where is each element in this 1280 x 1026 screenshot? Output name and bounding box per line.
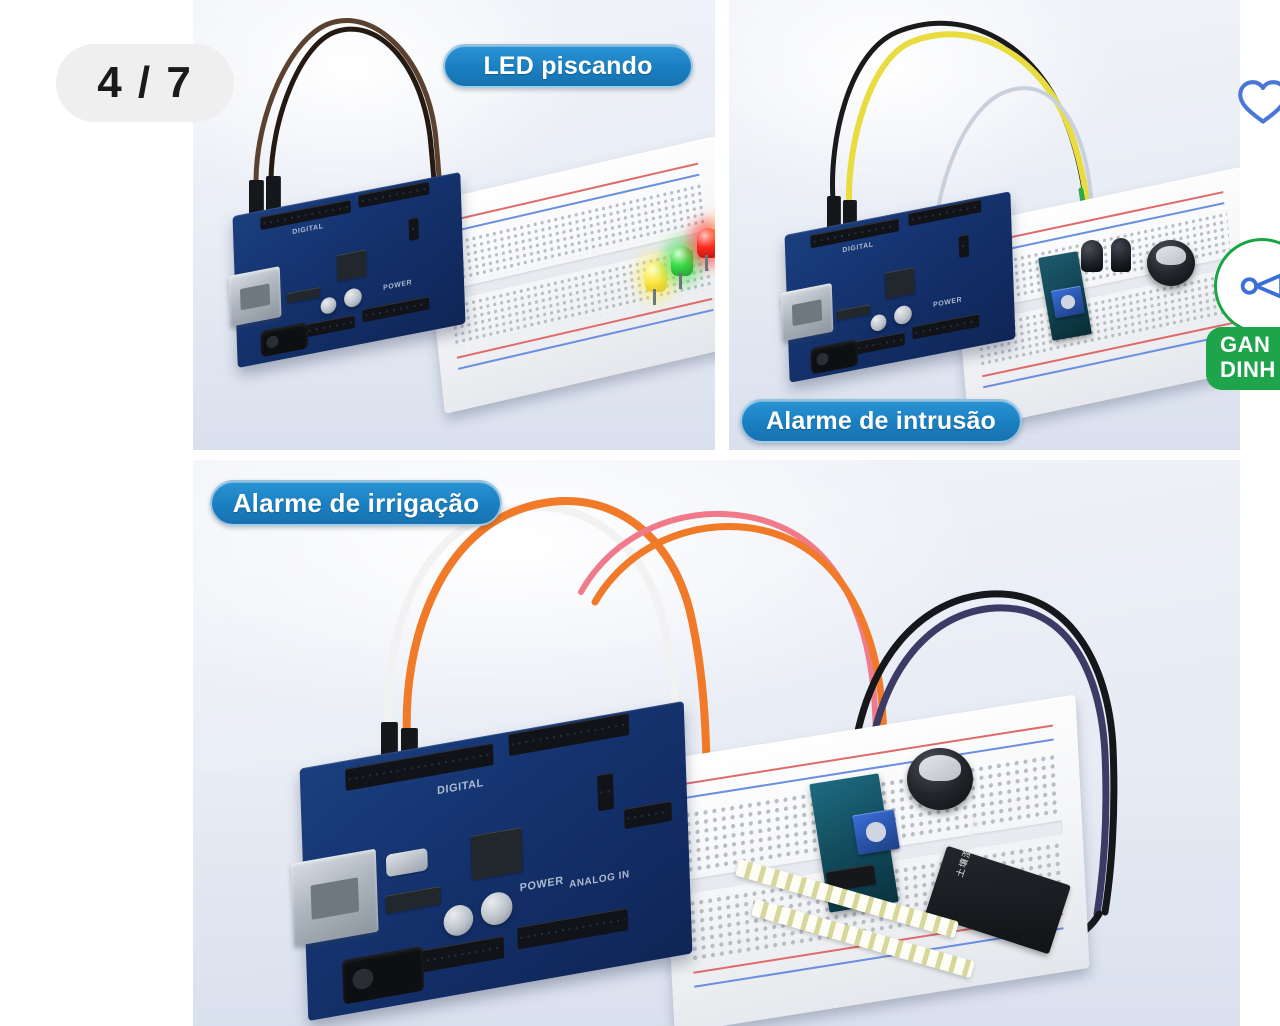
trimmer-potentiometer: [852, 808, 900, 856]
trimmer-potentiometer: [1050, 285, 1086, 319]
panel-label-intrusion-alarm: Alarme de intrusão: [740, 399, 1022, 443]
usb-b-connector: [780, 282, 834, 342]
image-counter-badge: 4 / 7: [56, 44, 234, 122]
image-counter-text: 4 / 7: [97, 58, 193, 107]
share-button[interactable]: [1214, 238, 1280, 334]
favorite-button[interactable]: [1232, 72, 1280, 130]
heart-icon: [1238, 80, 1280, 124]
panel-label-led-blinking: LED piscando: [443, 44, 693, 88]
led-red: [688, 219, 715, 271]
panel-label-irrigation-alarm: Alarme de irrigação: [210, 480, 502, 526]
sensor-lens: [1111, 238, 1131, 272]
buzzer: [1147, 240, 1195, 286]
panel-label-text: LED piscando: [483, 51, 653, 80]
earn-money-badge[interactable]: GAN DINH: [1206, 327, 1280, 391]
panel-led-blinking[interactable]: POWER DIGITAL LED piscando: [193, 0, 715, 450]
usb-b-connector: [290, 848, 379, 947]
earn-money-line-1: GAN: [1220, 332, 1271, 357]
panel-intrusion-alarm[interactable]: DIGITAL POWER Alarme de intrusão: [729, 0, 1240, 450]
sensor-lens: [1081, 240, 1103, 272]
microcontroller-chip: [470, 827, 524, 881]
action-rail: GAN DINH: [1190, 0, 1280, 1026]
share-icon: [1240, 273, 1280, 299]
panel-irrigation-alarm[interactable]: 土壤湿度检测 DIGITAL POWER ANALOG IN Alarme de: [193, 460, 1240, 1026]
panel-label-text: Alarme de irrigação: [232, 487, 480, 518]
usb-b-connector: [228, 266, 282, 327]
panel-label-text: Alarme de intrusão: [765, 406, 997, 435]
buzzer: [907, 748, 973, 810]
earn-money-line-2: DINH: [1220, 356, 1276, 382]
